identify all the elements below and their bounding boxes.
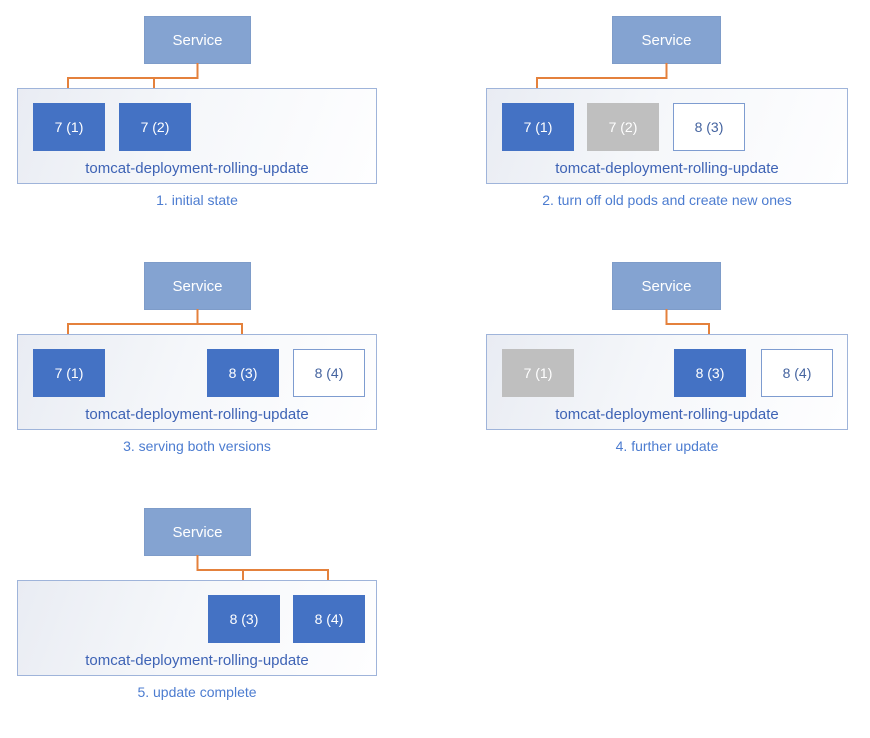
deployment-label: tomcat-deployment-rolling-update (85, 160, 309, 177)
deployment-label: tomcat-deployment-rolling-update (85, 652, 309, 669)
pod-box: 8 (3) (674, 349, 746, 397)
pod-box: 8 (3) (208, 595, 280, 643)
panel-initial-state: Service tomcat-deployment-rolling-update… (0, 0, 435, 246)
deployment-label: tomcat-deployment-rolling-update (555, 160, 779, 177)
deployment-label: tomcat-deployment-rolling-update (555, 406, 779, 423)
pod-box: 7 (1) (502, 349, 574, 397)
panel-serving-both-versions: Service tomcat-deployment-rolling-update… (0, 246, 435, 492)
panel-further-update: Service tomcat-deployment-rolling-update… (435, 246, 870, 492)
deployment-container: tomcat-deployment-rolling-update 7 (1) 7 … (17, 88, 377, 184)
pod-box: 8 (4) (293, 349, 365, 397)
panel-caption: 5. update complete (137, 684, 257, 700)
service-box: Service (144, 262, 251, 310)
pod-box: 8 (4) (761, 349, 833, 397)
panel-caption: 3. serving both versions (123, 438, 271, 454)
service-box: Service (144, 16, 251, 64)
pod-box: 7 (1) (33, 103, 105, 151)
pod-box: 7 (1) (33, 349, 105, 397)
service-box: Service (612, 262, 721, 310)
service-box: Service (144, 508, 251, 556)
pod-box: 8 (4) (293, 595, 365, 643)
deployment-container: tomcat-deployment-rolling-update 7 (1) 7 … (486, 88, 848, 184)
service-box: Service (612, 16, 721, 64)
panel-caption: 2. turn off old pods and create new ones (542, 192, 792, 208)
pod-box: 8 (3) (207, 349, 279, 397)
deployment-container: tomcat-deployment-rolling-update 7 (1) 8 … (486, 334, 848, 430)
pod-box: 8 (3) (673, 103, 745, 151)
deployment-container: tomcat-deployment-rolling-update 7 (1) 8 … (17, 334, 377, 430)
panel-caption: 1. initial state (156, 192, 238, 208)
panel-update-complete: Service tomcat-deployment-rolling-update… (0, 492, 435, 738)
pod-box: 7 (2) (119, 103, 191, 151)
pod-box: 7 (2) (587, 103, 659, 151)
pod-box: 7 (1) (502, 103, 574, 151)
panel-turn-off-old-pods: Service tomcat-deployment-rolling-update… (435, 0, 870, 246)
deployment-container: tomcat-deployment-rolling-update 8 (3) 8 … (17, 580, 377, 676)
panel-caption: 4. further update (615, 438, 719, 454)
deployment-label: tomcat-deployment-rolling-update (85, 406, 309, 423)
